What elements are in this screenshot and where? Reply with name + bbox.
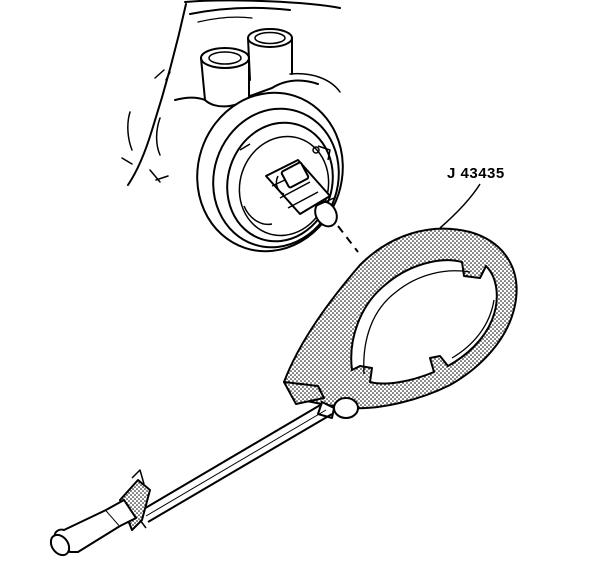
clutch-hub <box>196 91 344 253</box>
holding-tool <box>49 227 518 557</box>
tool-number-label: J 43435 <box>447 165 505 182</box>
callout-leader-line <box>439 183 481 229</box>
compressor-housing <box>121 0 341 186</box>
alignment-line <box>337 225 359 253</box>
